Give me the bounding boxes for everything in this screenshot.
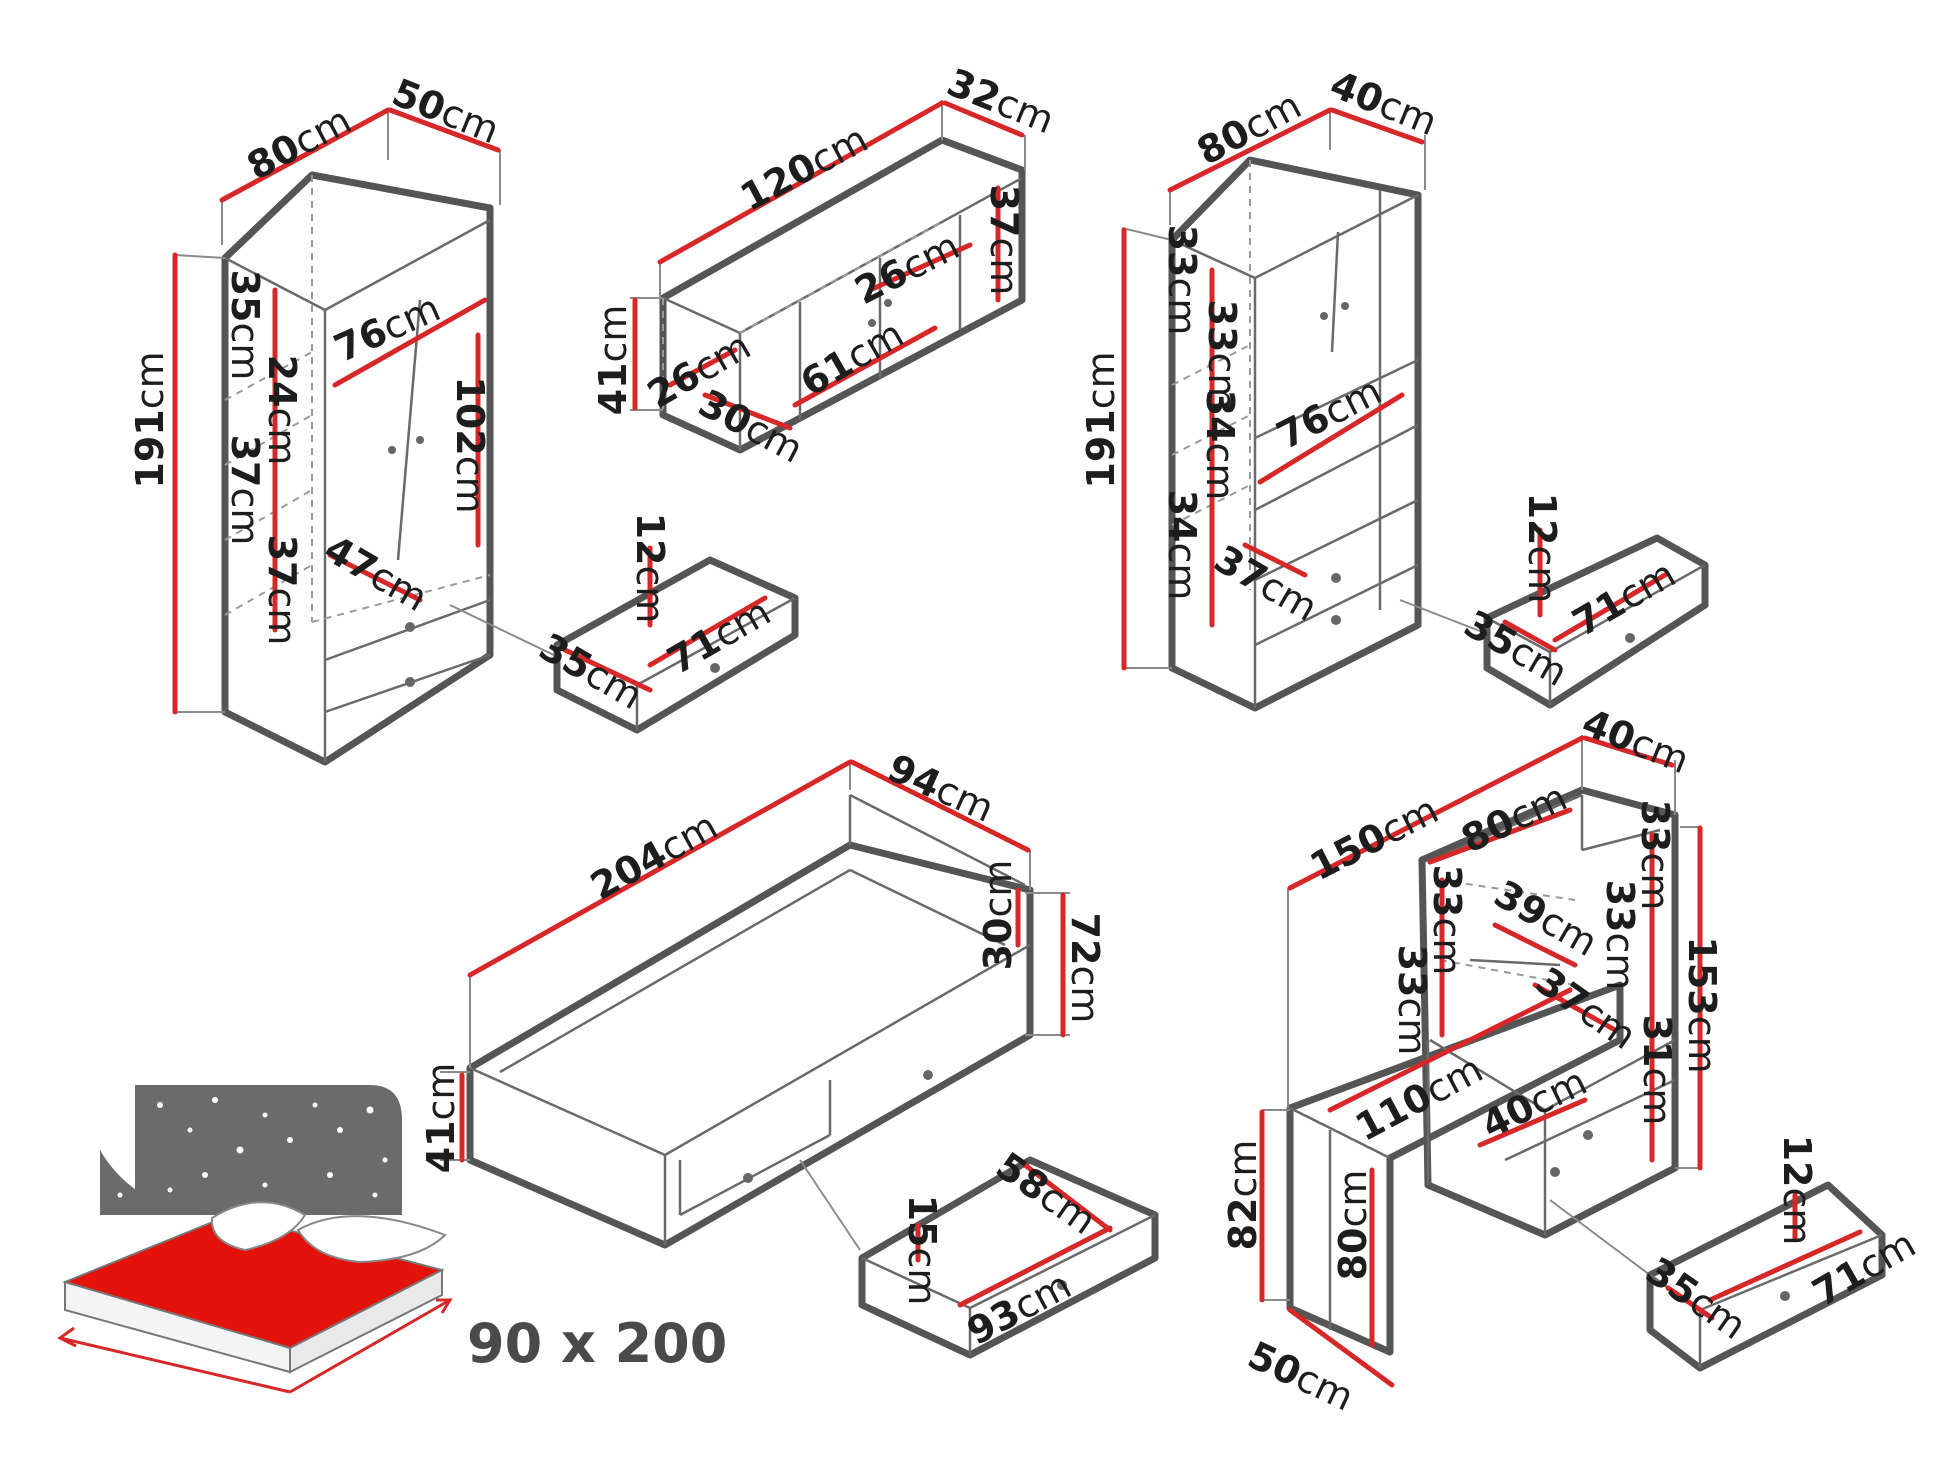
- dimension-label-bed-width: 94cm: [881, 745, 1000, 830]
- dimension-label-bookcase-drawer-depth: 35cm: [1457, 601, 1575, 695]
- dimension-label-bookcase-height: 191cm: [1079, 351, 1123, 488]
- dimension-label-wardrobe-shelf-3: 37cm: [224, 435, 268, 546]
- dimension-label-hanging-cabinet-height: 41cm: [591, 305, 635, 416]
- star-decoration: [117, 1097, 388, 1198]
- dimension-label-wardrobe-drawer-height: 12cm: [629, 513, 673, 624]
- dimension-label-desk-total-height: 153cm: [1681, 936, 1725, 1073]
- bed-drawer: [858, 1156, 1159, 1359]
- dimension-label-wardrobe-width: 80cm: [240, 97, 358, 188]
- dimension-label-bookcase-depth: 40cm: [1324, 62, 1443, 144]
- desk: [1259, 735, 1703, 1388]
- dimension-label-desk-right-shelf-1: 33cm: [1634, 800, 1678, 911]
- dimension-label-bookcase-inner-depth: 37cm: [1207, 536, 1325, 630]
- dimension-label-desk-drawer-height: 12cm: [1776, 1135, 1820, 1246]
- dimension-label-hanging-cabinet-compartment-width: 30cm: [692, 380, 810, 471]
- dimension-label-wardrobe-shelf-2: 24cm: [261, 355, 305, 466]
- dimension-label-wardrobe-shelf-1: 35cm: [224, 270, 268, 381]
- dimension-label-bed-headboard-above: 30cm: [976, 860, 1020, 971]
- dimension-label-bed-length: 204cm: [583, 803, 724, 908]
- dimension-label-hanging-cabinet-depth: 32cm: [941, 60, 1060, 142]
- dimension-label-desk-height: 82cm: [1221, 1140, 1265, 1251]
- wardrobe-drawer: [553, 545, 799, 734]
- dimension-label-bookcase-inner-width: 76cm: [1270, 368, 1389, 458]
- dimension-label-wardrobe-hanging: 102cm: [449, 376, 493, 513]
- dimension-label-desk-right-shelf-2: 33cm: [1599, 880, 1643, 991]
- dimension-label-wardrobe-shelf-4: 37cm: [261, 535, 305, 646]
- dimension-label-hanging-cabinet-inner-height: 37cm: [983, 185, 1027, 296]
- dimension-label-desk-left-shelf-1: 33cm: [1426, 865, 1470, 976]
- wardrobe: [172, 107, 561, 766]
- hanging-cabinet: [630, 100, 1026, 454]
- dimension-label-desk-leg-depth: 50cm: [1242, 1332, 1361, 1419]
- bookcase: [1121, 107, 1491, 712]
- dimension-label-bookcase-shelf-4: 34cm: [1161, 490, 1205, 601]
- dimension-label-bed-drawer-depth: 58cm: [988, 1143, 1104, 1243]
- dimension-label-bookcase-shelf-2: 33cm: [1201, 300, 1245, 411]
- dimension-label-bed-drawer-height: 15cm: [901, 1195, 945, 1306]
- mattress-icon: [57, 1085, 453, 1394]
- dimension-label-wardrobe-depth: 50cm: [386, 70, 505, 152]
- desk-drawer: [1646, 1181, 1886, 1372]
- dimension-label-bookcase-drawer-height: 12cm: [1521, 493, 1565, 604]
- dimension-label-desk-leg-height: 80cm: [1331, 1170, 1375, 1281]
- bed: [440, 759, 1070, 1251]
- dimension-label-desk-drawer-width: 71cm: [1805, 1221, 1923, 1315]
- dimension-label-bed-height: 41cm: [419, 1063, 463, 1174]
- dimension-label-bookcase-shelf-1: 33cm: [1161, 225, 1205, 336]
- dimension-label-hanging-cabinet-inner-depth: 26cm: [848, 223, 967, 313]
- dimension-label-hanging-cabinet-width: 120cm: [733, 116, 875, 219]
- dimension-label-desk-shelf-width: 80cm: [1454, 774, 1573, 861]
- dimension-label-desk-top-depth: 40cm: [1474, 1059, 1593, 1147]
- dimension-label-bed-headboard-height: 72cm: [1064, 913, 1108, 1024]
- dimension-label-desk-depth: 40cm: [1576, 700, 1695, 782]
- dimension-label-wardrobe-height: 191cm: [128, 351, 172, 488]
- dimension-label-desk-left-shelf-2: 33cm: [1391, 945, 1435, 1056]
- dimension-label-desk-right-shelf-3: 31cm: [1636, 1015, 1680, 1126]
- mattress-size-label: 90 x 200: [467, 1312, 727, 1375]
- dimension-label-bookcase-shelf-3: 34cm: [1199, 390, 1243, 501]
- bookcase-drawer: [1483, 527, 1709, 709]
